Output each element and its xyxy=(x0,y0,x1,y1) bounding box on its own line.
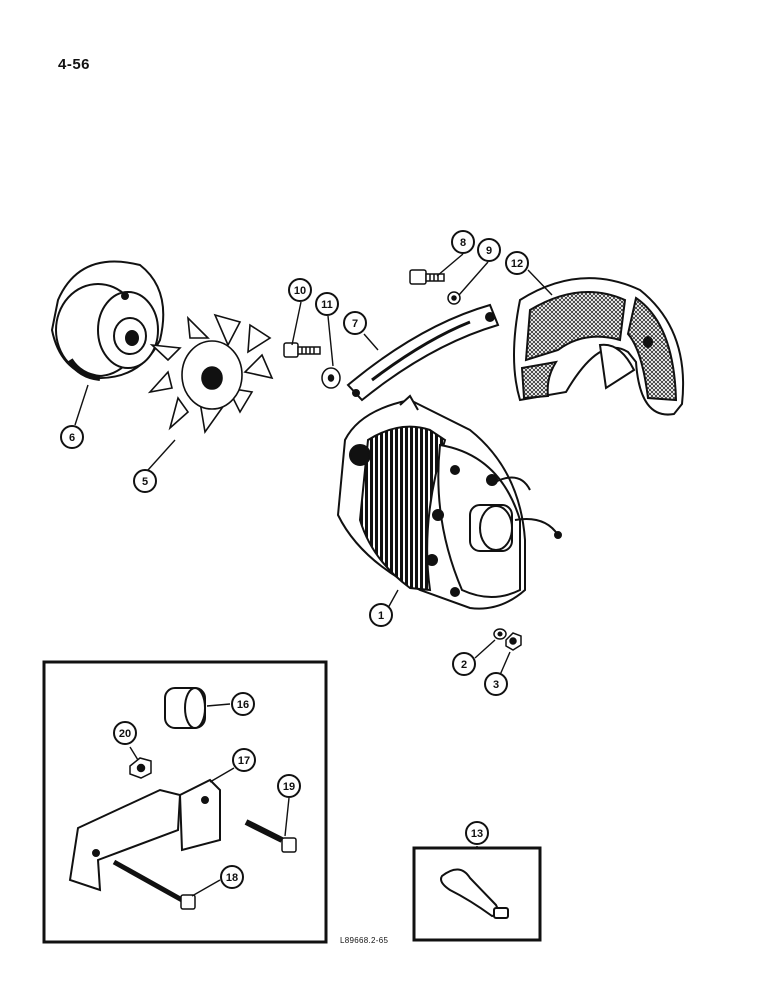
cable-tie-part xyxy=(440,868,509,919)
callout-1: 1 xyxy=(369,603,393,627)
mounting-bracket-part xyxy=(68,778,221,892)
fan-part xyxy=(147,313,274,435)
bolt-part xyxy=(283,342,321,358)
callout-2: 2 xyxy=(452,652,476,676)
alternator-part xyxy=(336,394,562,610)
svg-text:12: 12 xyxy=(511,258,523,270)
svg-text:9: 9 xyxy=(486,245,492,257)
nut-part xyxy=(505,632,522,651)
callout-7: 7 xyxy=(343,311,367,335)
callout-11: 11 xyxy=(315,292,339,316)
nut-part xyxy=(129,757,152,779)
svg-text:7: 7 xyxy=(352,318,358,330)
callout-16: 16 xyxy=(231,692,255,716)
svg-text:8: 8 xyxy=(460,237,466,249)
callout-17: 17 xyxy=(232,748,256,772)
drawing-code: L89668.2-65 xyxy=(340,936,389,945)
callout-13: 13 xyxy=(465,821,489,845)
kit-box xyxy=(42,660,328,944)
leader-lines xyxy=(74,253,553,897)
svg-text:5: 5 xyxy=(142,476,148,488)
callout-8: 8 xyxy=(451,230,475,254)
callout-6: 6 xyxy=(60,425,84,449)
svg-text:2: 2 xyxy=(461,659,467,671)
page-number: 4-56 xyxy=(58,56,91,73)
callout-19: 19 xyxy=(277,774,301,798)
callout-3: 3 xyxy=(484,672,508,696)
callout-10: 10 xyxy=(288,278,312,302)
washer-part xyxy=(321,367,341,389)
svg-text:20: 20 xyxy=(119,728,131,740)
fan-shield-part xyxy=(513,277,685,416)
svg-text:1: 1 xyxy=(378,610,384,622)
svg-text:19: 19 xyxy=(283,781,295,793)
callout-20: 20 xyxy=(113,721,137,745)
lockwasher-part xyxy=(447,291,461,305)
svg-text:10: 10 xyxy=(294,285,306,297)
spacer-part xyxy=(164,687,206,729)
callout-18: 18 xyxy=(220,865,244,889)
callout-12: 12 xyxy=(505,251,529,275)
svg-text:13: 13 xyxy=(471,828,483,840)
adjusting-strap-part xyxy=(346,303,500,402)
pulley-part xyxy=(50,260,165,381)
svg-text:11: 11 xyxy=(321,299,333,311)
svg-text:17: 17 xyxy=(238,755,250,767)
bolt-part xyxy=(244,819,297,853)
svg-text:16: 16 xyxy=(237,699,249,711)
callout-9: 9 xyxy=(477,238,501,262)
bolt-part xyxy=(409,269,445,285)
svg-text:18: 18 xyxy=(226,872,238,884)
washer-part xyxy=(493,628,507,640)
callout-5: 5 xyxy=(133,469,157,493)
svg-text:3: 3 xyxy=(493,679,499,691)
bolt-part xyxy=(112,859,196,910)
callout-labels: 1 2 3 5 6 7 8 9 10 11 12 13 16 17 18 19 … xyxy=(60,230,529,889)
svg-text:6: 6 xyxy=(69,432,75,444)
